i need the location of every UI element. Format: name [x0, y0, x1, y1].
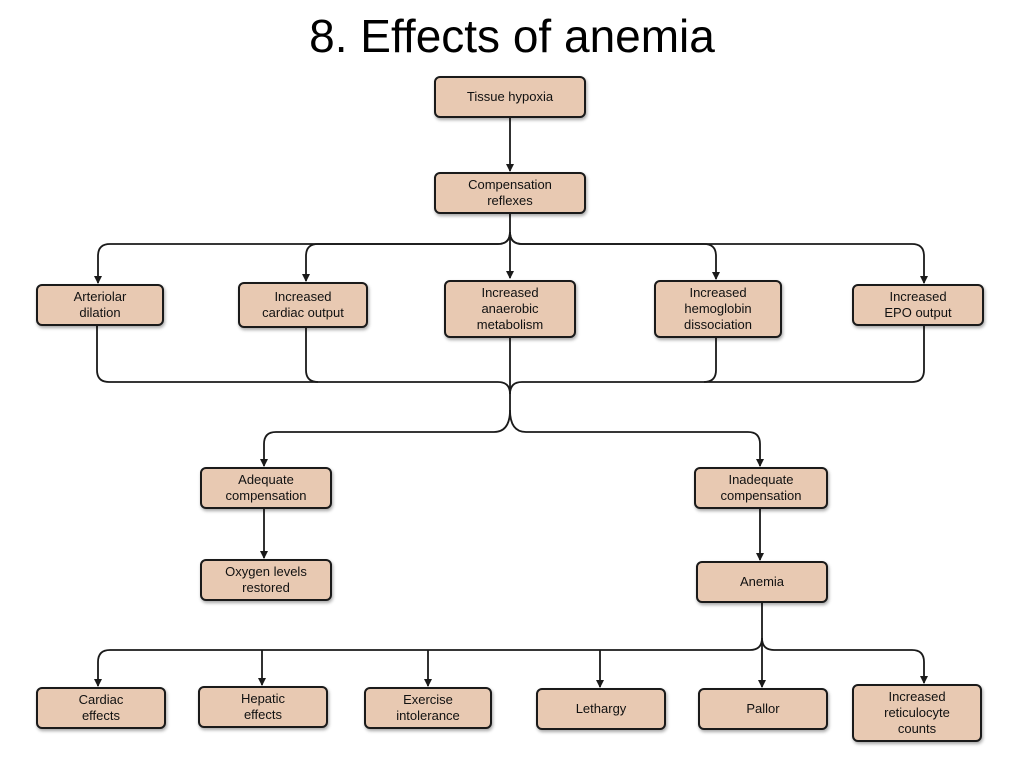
node-inadequate-compensation: Inadequate compensation [694, 467, 828, 509]
node-oxygen-levels-restored: Oxygen levels restored [200, 559, 332, 601]
line-arteriolar-merge [96, 326, 511, 395]
arrow-reflexes-to-cardiac-output [302, 231, 511, 282]
node-compensation-reflexes: Compensation reflexes [434, 172, 586, 214]
node-arteriolar-dilation: Arteriolar dilation [36, 284, 164, 326]
slide-title: 8. Effects of anemia [309, 10, 715, 62]
node-tissue-hypoxia: Tissue hypoxia [434, 76, 586, 118]
arrow-to-adequate [260, 409, 511, 467]
node-pallor: Pallor [698, 688, 828, 730]
arrow-anemia-to-reticulocyte [761, 637, 928, 684]
line-cardiac-output-merge [305, 328, 319, 383]
node-increased-cardiac-output: Increased cardiac output [238, 282, 368, 328]
node-exercise-intolerance: Exercise intolerance [364, 687, 492, 729]
node-hepatic-effects: Hepatic effects [198, 686, 328, 728]
node-adequate-compensation: Adequate compensation [200, 467, 332, 509]
arrow-reflexes-to-epo [509, 231, 928, 284]
node-increased-reticulocyte-counts: Increased reticulocyte counts [852, 684, 982, 742]
line-hemoglobin-merge [703, 338, 717, 383]
arrow-reflexes-to-arteriolar [94, 231, 511, 284]
node-increased-hemoglobin-dissociation: Increased hemoglobin dissociation [654, 280, 782, 338]
line-epo-merge [509, 326, 925, 395]
arrow-reflexes-to-hemoglobin [509, 231, 720, 280]
arrow-to-inadequate [509, 409, 764, 467]
arrow-anemia-to-cardiac [94, 637, 763, 687]
node-increased-epo-output: Increased EPO output [852, 284, 984, 326]
node-anemia: Anemia [696, 561, 828, 603]
node-lethargy: Lethargy [536, 688, 666, 730]
node-cardiac-effects: Cardiac effects [36, 687, 166, 729]
node-increased-anaerobic-metabolism: Increased anaerobic metabolism [444, 280, 576, 338]
